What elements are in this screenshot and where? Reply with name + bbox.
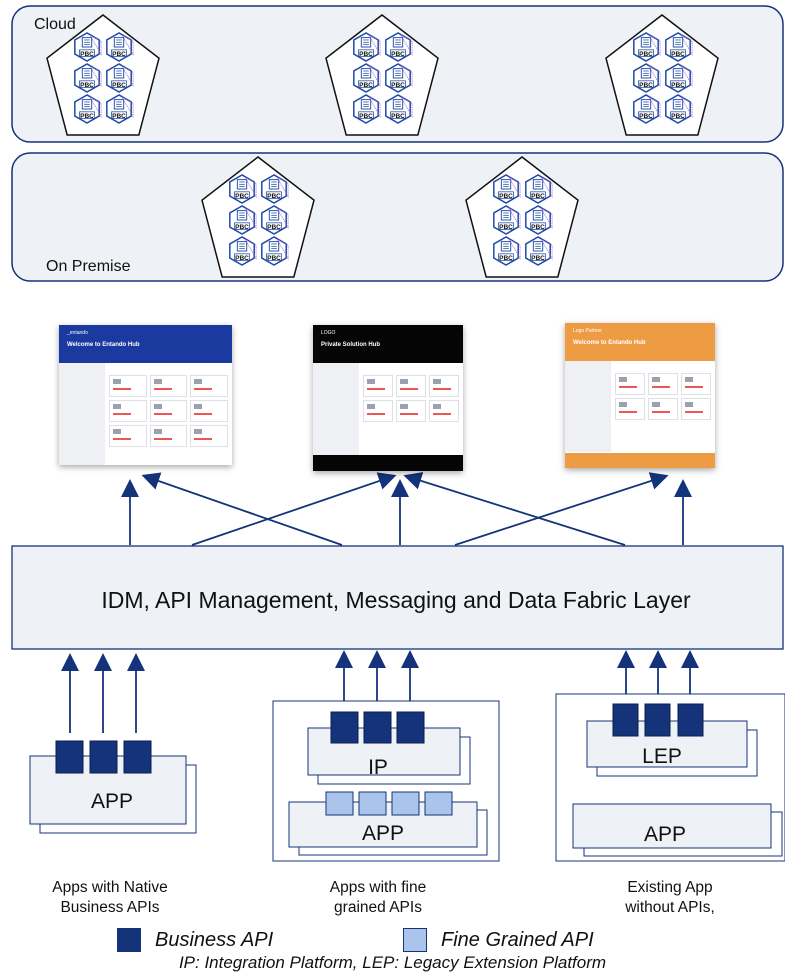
fine-api-swatch [403, 928, 427, 952]
hub-header: Logo Partner Welcome to Entando Hub [565, 323, 715, 361]
pbc-label: PBC [499, 224, 513, 231]
caption-line: Existing App [627, 879, 713, 896]
business-api-block [396, 711, 425, 744]
app-box [572, 803, 772, 849]
business-api-block [330, 711, 359, 744]
hub-cards [615, 373, 711, 428]
hub-logo: Logo Partner [573, 328, 602, 334]
hub-sidebar [59, 363, 105, 465]
fine-api-block [424, 791, 453, 816]
pbc-label: PBC [531, 255, 545, 262]
pbc-label: PBC [235, 224, 249, 231]
hub-header: LOGO Private Solution Hub [313, 325, 463, 363]
hub-sidebar [565, 361, 611, 452]
business-api-block [89, 740, 118, 774]
pbc-label: PBC [112, 113, 126, 120]
pbc-label: PBC [391, 82, 405, 89]
pbc-label: PBC [112, 82, 126, 89]
pbc-label: PBC [391, 113, 405, 120]
on-premise-zone [11, 152, 784, 282]
caption-native-apis: Apps with Native Business APIs [30, 878, 190, 918]
cloud-label: Cloud [34, 16, 76, 33]
legend-fine-grained-api: Fine Grained API [403, 928, 594, 952]
app-label: APP [362, 822, 404, 845]
fine-grained-app-group: IP APP [272, 700, 500, 862]
pbc-label: PBC [531, 224, 545, 231]
app-arrows [61, 650, 699, 733]
legend-label: Business API [155, 928, 274, 951]
pbc-label: PBC [499, 255, 513, 262]
pbc-label: PBC [671, 51, 685, 58]
hub-title: Welcome to Entando Hub [573, 340, 646, 346]
pbc-label: PBC [267, 193, 281, 200]
footnote: IP: Integration Platform, LEP: Legacy Ex… [178, 953, 607, 972]
pbc-label: PBC [267, 255, 281, 262]
pbc-label: PBC [80, 51, 94, 58]
pbc-label: PBC [531, 193, 545, 200]
arrow-diagonal [191, 472, 397, 546]
pbc-label: PBC [235, 193, 249, 200]
integration-layer-label: IDM, API Management, Messaging and Data … [101, 587, 691, 613]
caption-line: grained APIs [334, 899, 422, 916]
pbc-label: PBC [671, 82, 685, 89]
hub-screenshot-entando: _entando Welcome to Entando Hub [59, 325, 232, 465]
integration-layer [11, 545, 784, 650]
hub-logo: LOGO [321, 330, 336, 336]
on-premise-label: On Premise [46, 258, 131, 275]
arrow-diagonal [403, 472, 626, 546]
fine-api-block [391, 791, 420, 816]
pbc-label: PBC [391, 51, 405, 58]
caption-line: Apps with fine [329, 879, 427, 896]
pbc-label: PBC [639, 51, 653, 58]
hub-header: _entando Welcome to Entando Hub [59, 325, 232, 363]
arrow-diagonal [454, 472, 669, 546]
caption-line: without APIs, [625, 899, 715, 916]
pbc-label: PBC [639, 82, 653, 89]
business-api-block [644, 703, 671, 737]
pbc-label: PBC [359, 113, 373, 120]
arrow-diagonal [141, 472, 343, 546]
pbc-label: PBC [267, 224, 281, 231]
pbc-label: PBC [80, 113, 94, 120]
caption-line: Apps with Native [52, 879, 168, 896]
legacy-app-group: LEP APP [555, 693, 785, 862]
pbc-pentagons: PBC PBC PBC PBC PBC PBC PBC PBC PBC PBC PBC PBC PBC P… [46, 14, 719, 278]
ip-label: IP [368, 756, 388, 779]
lep-label: LEP [642, 745, 682, 768]
business-api-swatch [117, 928, 141, 952]
caption-legacy: Existing App without APIs, [590, 878, 750, 918]
hub-screenshot-private: LOGO Private Solution Hub [313, 325, 463, 471]
business-api-block [612, 703, 639, 737]
hub-title: Welcome to Entando Hub [67, 342, 140, 348]
pbc-label: PBC [112, 51, 126, 58]
pbc-label: PBC [639, 113, 653, 120]
hub-screenshot-partner: Logo Partner Welcome to Entando Hub [565, 323, 715, 468]
pbc-label: PBC [499, 193, 513, 200]
hub-cards [109, 375, 228, 461]
legend-label: Fine Grained API [441, 928, 594, 951]
business-api-block [677, 703, 704, 737]
native-api-app-group: APP [29, 740, 197, 834]
business-api-block [55, 740, 84, 774]
hub-sidebar [313, 363, 359, 455]
hub-logo: _entando [67, 330, 88, 336]
hub-title: Private Solution Hub [321, 342, 381, 348]
pbc-label: PBC [359, 82, 373, 89]
fine-api-block [325, 791, 354, 816]
business-api-block [123, 740, 152, 774]
business-api-block [363, 711, 392, 744]
pbc-label: PBC [80, 82, 94, 89]
pbc-label: PBC [235, 255, 249, 262]
caption-fine-grained: Apps with fine grained APIs [298, 878, 458, 918]
pbc-label: PBC [359, 51, 373, 58]
caption-line: Business APIs [60, 899, 160, 916]
app-label: APP [91, 790, 133, 813]
fine-api-block [358, 791, 387, 816]
app-label: APP [644, 823, 686, 846]
hub-arrows [121, 472, 692, 546]
pbc-label: PBC [671, 113, 685, 120]
hub-cards [363, 375, 459, 431]
legend-business-api: Business API [117, 928, 273, 952]
